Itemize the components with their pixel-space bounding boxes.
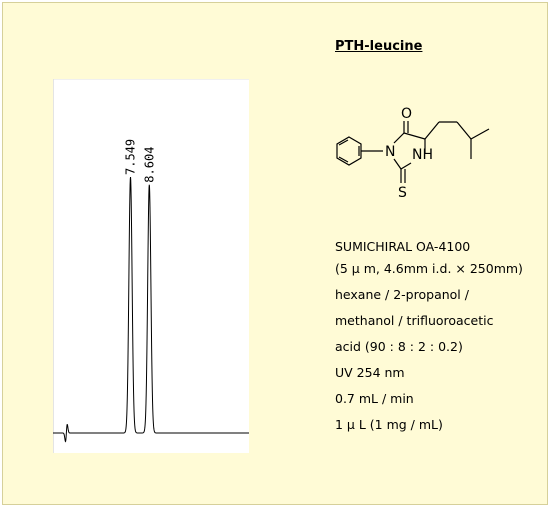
atom-oxygen: O (401, 107, 412, 122)
compound-title: PTH-leucine (335, 39, 423, 54)
atom-sulfur: S (398, 185, 407, 201)
mobile-phase-line1: hexane / 2-propanol / (335, 287, 469, 302)
atom-nh: NH (412, 147, 433, 163)
chromatogram: 7.549 8.604 (53, 79, 249, 453)
chromatogram-plot: 7.549 8.604 (53, 79, 249, 453)
column-dimensions: (5 μ m, 4.6mm i.d. × 250mm) (335, 261, 523, 276)
injection-volume: 1 μ L (1 mg / mL) (335, 417, 443, 432)
chromatogram-trace (53, 176, 249, 443)
structure-drawing: O N NH S (336, 106, 490, 201)
atom-nitrogen: N (385, 144, 395, 160)
mobile-phase-line2: methanol / trifluoroacetic (335, 313, 494, 328)
peak-label-2: 8.604 (142, 147, 156, 183)
flow-rate: 0.7 mL / min (335, 391, 414, 406)
chemical-structure: O N NH S (321, 106, 511, 216)
phenyl-ring (336, 136, 362, 166)
detection: UV 254 nm (335, 365, 405, 380)
peak-label-1: 7.549 (124, 139, 138, 175)
column-name: SUMICHIRAL OA-4100 (335, 239, 471, 254)
mobile-phase-ratio: acid (90 : 8 : 2 : 0.2) (335, 339, 463, 354)
application-note-card: 7.549 8.604 PTH-leucine (2, 2, 548, 505)
